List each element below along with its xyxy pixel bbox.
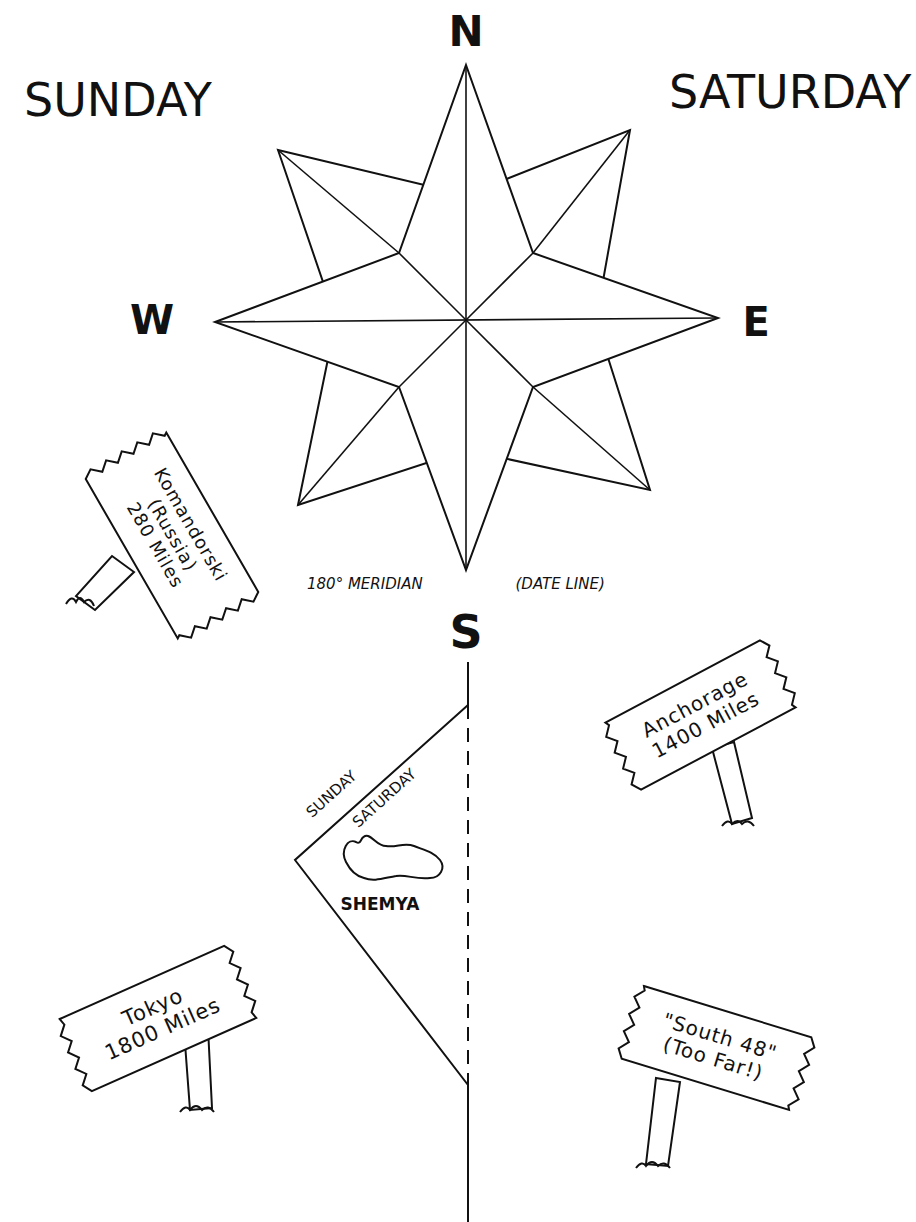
signpost-board: Tokyo1800 Miles	[60, 945, 257, 1090]
day-heading: SATURDAY	[669, 67, 911, 118]
day-label: SATURDAY	[348, 764, 421, 832]
sign-border	[615, 984, 816, 1111]
island-name: SHEMYA	[339, 895, 422, 914]
compass-point: E	[743, 300, 770, 344]
day-heading: SUNDAY	[24, 75, 212, 126]
compass-lines	[215, 65, 718, 570]
compass-cardinal-star	[215, 65, 718, 570]
meridian-label: 180° MERIDIAN	[307, 576, 423, 593]
meridian-label: (DATE LINE)	[516, 576, 605, 593]
date-line	[295, 662, 468, 1222]
day-label: SUNDAY	[301, 766, 361, 822]
sign-posts	[66, 556, 754, 1168]
sign-border	[83, 427, 262, 643]
island-outline	[344, 836, 442, 880]
compass-point: N	[449, 9, 484, 55]
compass-point: S	[450, 607, 483, 658]
sign-border	[54, 943, 262, 1093]
signpost-board: Komandorski(Russia)280 Miles	[86, 432, 259, 638]
compass-point: W	[130, 298, 174, 342]
sign-border	[600, 638, 801, 793]
signpost-board: Anchorage1400 Miles	[605, 640, 795, 789]
signpost-board: "South 48"(Too Far!)	[621, 986, 811, 1110]
